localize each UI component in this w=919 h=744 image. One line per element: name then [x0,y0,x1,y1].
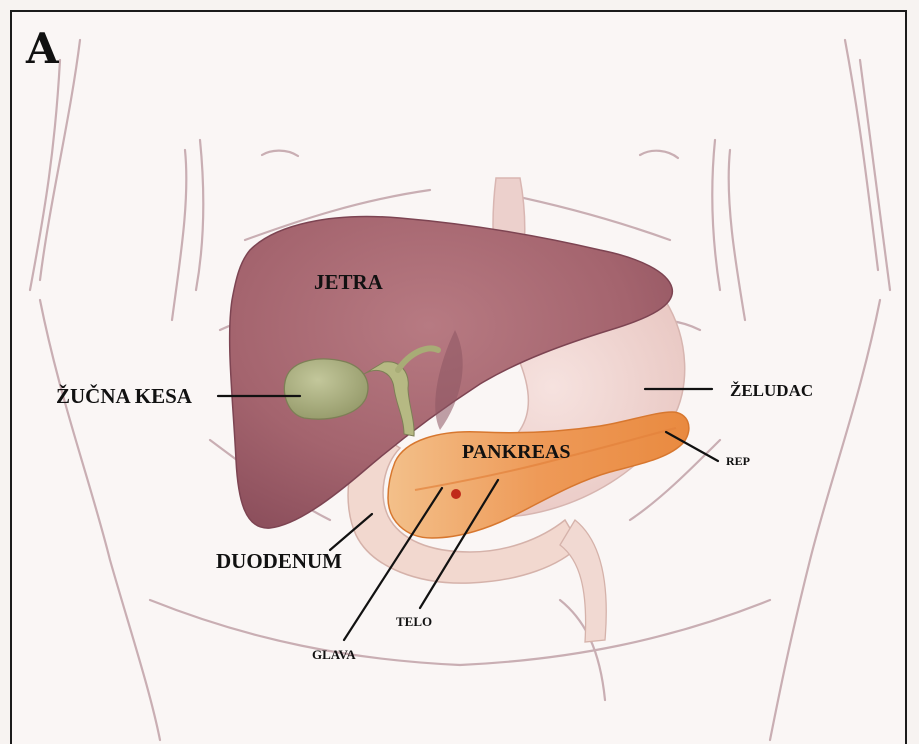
label-duodenum: DUODENUM [216,549,342,574]
panel-letter: A [26,24,59,73]
gallbladder-shape [284,359,368,419]
label-pancreas-body: TELO [396,614,432,630]
label-stomach: ŽELUDAC [730,381,813,401]
label-gallbladder: ŽUČNA KESA [56,384,192,409]
label-liver: JETRA [314,270,383,295]
label-pancreas-tail: REP [726,454,750,469]
small-intestine-loop [560,520,606,642]
label-pancreas-head: GLAVA [312,647,356,663]
label-pancreas: PANKREAS [462,441,571,464]
ampulla-dot [451,489,461,499]
